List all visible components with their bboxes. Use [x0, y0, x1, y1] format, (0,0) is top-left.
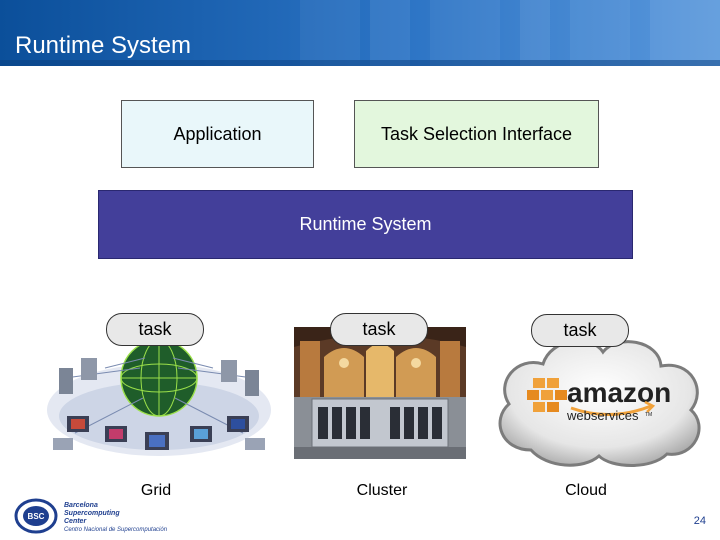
task-label: task — [138, 319, 172, 339]
task-pill-cloud: task — [531, 314, 629, 347]
cluster-caption: Cluster — [356, 482, 408, 499]
slide-title: Runtime System — [15, 32, 192, 59]
logo-line-2: Supercomputing — [64, 510, 120, 517]
task-selection-label: Task Selection Interface — [380, 123, 573, 144]
task-pill-grid: task — [106, 313, 204, 346]
amazon-web-services-cloud-icon: amazon webservices TM — [498, 339, 701, 467]
application-label: Application — [173, 123, 262, 144]
logo-line-3: Center — [64, 518, 87, 525]
task-label: task — [362, 319, 396, 339]
runtime-system-label: Runtime System — [299, 214, 432, 234]
page-number: 24 — [693, 515, 706, 527]
header-decoration — [0, 0, 720, 66]
task-label: task — [563, 320, 597, 340]
cloud-caption: Cloud — [565, 482, 607, 499]
bsc-emblem-icon: BSC — [14, 498, 58, 534]
bsc-abbr: BSC — [28, 512, 45, 521]
slide-header: Runtime System — [0, 0, 720, 66]
task-selection-interface-box: Task Selection Interface — [354, 100, 599, 168]
grid-network-icon — [47, 339, 271, 456]
logo-line-1: Barcelona — [64, 502, 98, 509]
task-pill-cluster: task — [330, 313, 428, 346]
trademark: TM — [645, 412, 652, 418]
webservices-word: webservices — [566, 408, 639, 423]
runtime-system-box: Runtime System — [98, 190, 633, 259]
supercomputer-cluster-icon — [294, 327, 466, 459]
bsc-logo: BSC Barcelona Supercomputing Center Cent… — [14, 497, 174, 535]
amazon-word: amazon — [567, 377, 671, 408]
logo-line-4: Centro Nacional de Supercomputación — [64, 527, 168, 533]
grid-caption: Grid — [140, 482, 172, 499]
application-box: Application — [121, 100, 314, 168]
